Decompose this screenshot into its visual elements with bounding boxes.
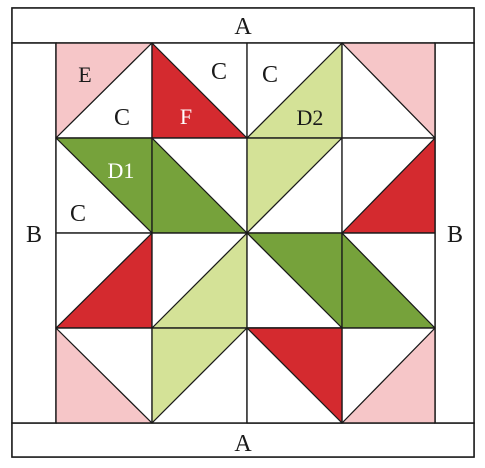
quilt-grid (55, 42, 436, 424)
piece-label-d1: D1 (108, 158, 135, 183)
piece-label-c2: C (211, 59, 227, 85)
piece-label-f: F (180, 104, 192, 129)
border-label-right: B (447, 222, 463, 248)
piece-label-c4: C (70, 201, 86, 227)
quilt-pieces (55, 42, 436, 424)
piece-label-c3: C (262, 62, 278, 88)
border-label-top: A (234, 14, 252, 40)
border-strip-top (11, 7, 475, 44)
border-strip-right (434, 42, 475, 424)
piece-label-e: E (78, 62, 91, 87)
border-label-bottom: A (234, 431, 252, 457)
border-label-left: B (26, 222, 42, 248)
piece-label-c1: C (114, 105, 130, 131)
piece-label-d2: D2 (297, 105, 324, 130)
